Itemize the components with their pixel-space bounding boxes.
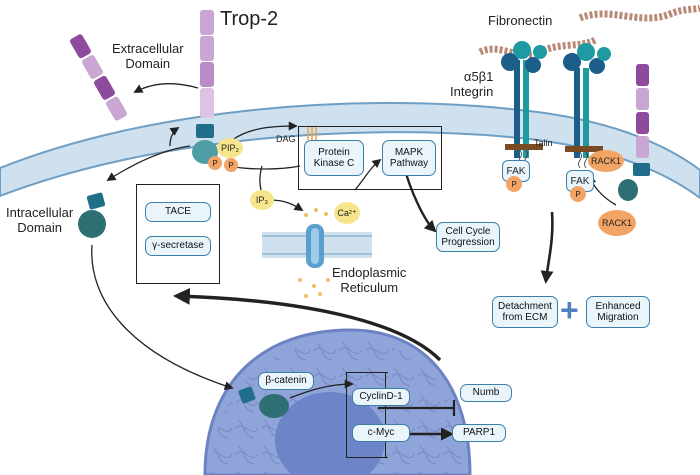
nucleolus xyxy=(275,392,385,475)
migration-box: Enhanced Migration xyxy=(586,296,650,328)
endoplasmic-reticulum xyxy=(262,208,372,298)
cyclind1-box: CyclinD-1 xyxy=(352,388,410,406)
rack1-bound-circle: RACK1 xyxy=(588,150,624,172)
plus-sign: + xyxy=(560,292,579,328)
phospho-pkc-circle: P xyxy=(224,158,238,172)
icd-beta-catenin-complex xyxy=(238,386,289,418)
detachment-box: Detachment from ECM xyxy=(492,296,558,328)
beta-catenin-box: β-catenin xyxy=(258,372,314,390)
numb-box: Numb xyxy=(460,384,512,402)
nuclear-targets-frame-right xyxy=(346,372,386,458)
ip3-circle: IP₃ xyxy=(250,190,274,210)
cmyc-box: c-Myc xyxy=(352,424,410,442)
extracellular-domain-label: Extracellular Domain xyxy=(112,41,184,71)
rack1-free-circle: RACK1 xyxy=(598,210,636,236)
trop2-receptor xyxy=(192,10,218,164)
fak2-phospho-circle: P xyxy=(570,186,586,202)
talin-label: Talin xyxy=(534,138,553,148)
pkc-mapk-frame xyxy=(298,126,442,190)
pip2-circle: PIP₂ xyxy=(217,138,243,158)
cleaved-extracellular-domain xyxy=(70,34,127,121)
trop2-label: Trop-2 xyxy=(220,8,279,30)
dag-label: DAG xyxy=(276,134,296,144)
trop2-receptor-rack1 xyxy=(618,64,650,201)
mapk-box: MAPK Pathway xyxy=(382,140,436,176)
phospho-trop2-circle: P xyxy=(208,156,222,170)
fibronectin-label: Fibronectin xyxy=(488,13,553,28)
integrin-receptor-1 xyxy=(501,41,547,158)
dag-molecule xyxy=(307,126,317,140)
parp1-box: PARP1 xyxy=(452,424,506,442)
gamma-secretase-box: γ-secretase xyxy=(145,236,211,256)
tace-box: TACE xyxy=(145,202,211,222)
fak1-phospho-circle: P xyxy=(506,176,522,192)
integrin-receptor-2 xyxy=(563,43,611,158)
pkc-box: Protein Kinase C xyxy=(304,140,364,176)
integrin-label: α5β1 Integrin xyxy=(450,69,494,99)
er-label: Endoplasmic Reticulum xyxy=(332,265,407,295)
cell-cycle-box: Cell Cycle Progression xyxy=(436,222,500,252)
calcium-circle: Ca²⁺ xyxy=(334,202,360,224)
intracellular-domain-fragment xyxy=(78,192,106,238)
intracellular-domain-label: Intracellular Domain xyxy=(6,205,74,235)
secretase-frame xyxy=(136,184,220,284)
